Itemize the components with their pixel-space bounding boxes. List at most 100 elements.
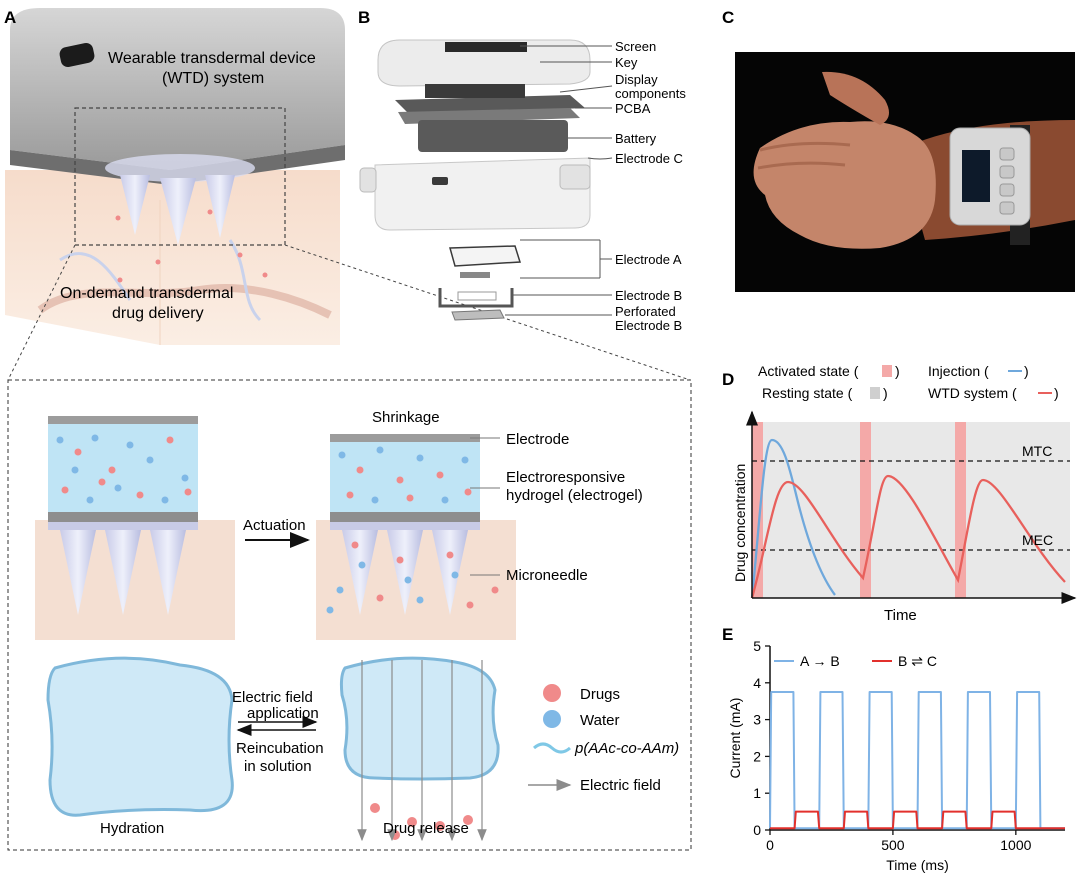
needle-r2 (387, 530, 423, 615)
panel-letter-e: E (722, 625, 733, 644)
water-particle (326, 606, 334, 614)
needle-l1 (60, 530, 96, 615)
water-particle (358, 561, 366, 569)
panel-c-photo (735, 52, 1075, 292)
drug-particle (98, 478, 106, 486)
hydration-blob (46, 656, 234, 817)
b-callout-pcba: PCBA (615, 101, 651, 116)
b-perforated-electrode (451, 309, 505, 321)
drug-particle (370, 803, 380, 813)
legend-drug-dot (543, 684, 561, 702)
drug-particle (463, 815, 473, 825)
drug-particle (346, 491, 354, 499)
delivery-line1: On-demand transdermal (60, 285, 233, 302)
drug-particle (184, 488, 192, 496)
panel-b (359, 39, 613, 321)
drug-particle (406, 494, 414, 502)
reincubation-line2: in solution (244, 758, 312, 775)
legend-water: Water (580, 712, 619, 729)
drug-particle (491, 586, 499, 594)
e-legend-label: B ⇌ C (898, 653, 937, 669)
legend-field: Electric field (580, 777, 661, 794)
e-xtick-label: 1000 (1000, 837, 1031, 853)
legend-drugs: Drugs (580, 686, 620, 703)
drug-particle (446, 551, 454, 559)
device-title-line2: (WTD) system (162, 70, 264, 87)
e-ylabel: Current (mA) (727, 698, 743, 779)
legend-resting-close: ) (883, 385, 888, 401)
water-particle (451, 571, 459, 579)
drug-release-label: Drug release (383, 820, 469, 837)
water-particle (441, 496, 449, 504)
hydrogel-line1: Electroresponsive (506, 469, 625, 486)
e-legend-label: A → B (800, 653, 840, 669)
water-particle (371, 496, 379, 504)
d-activated-band-3 (955, 422, 966, 598)
water-particle (181, 474, 189, 482)
drug-particle (435, 821, 445, 831)
water-particle (114, 484, 122, 492)
water-particle (161, 496, 169, 504)
panel-letter-c: C (722, 8, 734, 27)
electrode-right (330, 434, 480, 442)
drug-particle (436, 471, 444, 479)
zoom-connector-right (284, 244, 691, 381)
drug-particle (136, 491, 144, 499)
water-particle (376, 446, 384, 454)
legend-resting-swatch (870, 387, 880, 399)
drug-particle (396, 556, 404, 564)
microneedle-label: Microneedle (506, 567, 588, 584)
drug-particle (466, 601, 474, 609)
water-particle (126, 441, 134, 449)
b-top-cover (377, 39, 591, 87)
photo-device-screen (962, 150, 990, 202)
d-plot (746, 410, 1077, 604)
vessel-2 (59, 252, 132, 301)
b-callout-display: Display (615, 72, 658, 87)
panel-letter-b: B (358, 8, 370, 27)
legend-activated-close: ) (895, 363, 900, 379)
device-title-line1: Wearable transdermal device (108, 50, 316, 67)
needle-a2 (160, 178, 196, 245)
inset-frame (7, 379, 692, 851)
b-callout-perforated-b: Electrode B (615, 318, 682, 333)
drug-particle (464, 488, 472, 496)
b-callout-electrode-a: Electrode A (615, 252, 682, 267)
zoom-connector-left (7, 244, 76, 381)
b-electrode-a (449, 245, 522, 267)
e-xtick-label: 0 (766, 837, 774, 853)
drug-particle (166, 436, 174, 444)
drug-particle (108, 466, 116, 474)
legend-injection-close: ) (1024, 363, 1029, 379)
b-case (374, 157, 591, 231)
legend-water-dot (543, 710, 561, 728)
water-particle (338, 451, 346, 459)
legend-resting: Resting state ( (762, 385, 853, 401)
water-particle (416, 596, 424, 604)
device-base (10, 145, 345, 185)
drug-particle (407, 817, 417, 827)
d-xlabel: Time (884, 607, 917, 624)
water-particle (86, 496, 94, 504)
panel-letter-a: A (4, 8, 16, 27)
e-series-bc-line (770, 810, 1065, 830)
panel-a (5, 8, 345, 345)
vessel-3 (228, 239, 262, 322)
field-lines (357, 660, 487, 842)
photo-thumb (822, 71, 889, 125)
electrode-label: Electrode (506, 431, 569, 448)
needle-a3 (205, 175, 235, 238)
legend-wtd-close: ) (1054, 385, 1059, 401)
b-callout-electrode-c: Electrode C (615, 151, 683, 166)
d-injection-curve (750, 438, 836, 599)
inset-left-stack (35, 416, 235, 640)
reincubation-line1: Reincubation (236, 740, 324, 757)
hydrogel-left (48, 424, 198, 512)
water-particle (461, 456, 469, 464)
e-xlabel: Time (ms) (886, 857, 948, 873)
e-ytick-label: 0 (753, 822, 761, 838)
legend-polymer: p(AAc-co-AAm) (574, 740, 679, 757)
device-button-icon (59, 42, 95, 68)
